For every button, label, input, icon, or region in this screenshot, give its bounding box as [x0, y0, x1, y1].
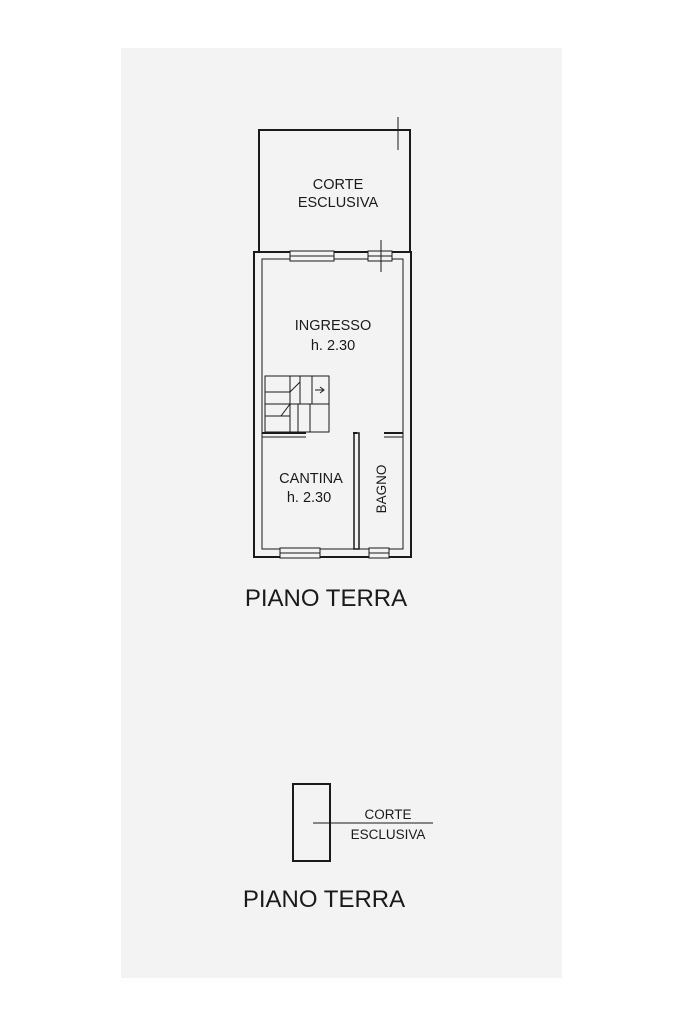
corte-label-line2: ESCLUSIVA	[298, 195, 379, 211]
bagno-label: BAGNO	[374, 465, 389, 514]
cantina-height-label: h. 2.30	[287, 490, 331, 506]
staircase	[264, 375, 330, 433]
key-corte-label-line2: ESCLUSIVA	[351, 827, 426, 842]
interior-partitions	[262, 432, 403, 550]
corte-esclusiva-area	[258, 117, 411, 252]
ingresso-label: INGRESSO	[295, 318, 372, 334]
floor-label-top: PIANO TERRA	[245, 585, 407, 612]
key-plan	[292, 783, 433, 862]
floor-label-bottom: PIANO TERRA	[243, 886, 405, 913]
corte-label-line1: CORTE	[313, 177, 364, 193]
key-corte-label-line1: CORTE	[364, 807, 411, 822]
cantina-label: CANTINA	[279, 471, 343, 487]
ingresso-height-label: h. 2.30	[311, 338, 355, 354]
house-outer-walls	[253, 240, 412, 559]
